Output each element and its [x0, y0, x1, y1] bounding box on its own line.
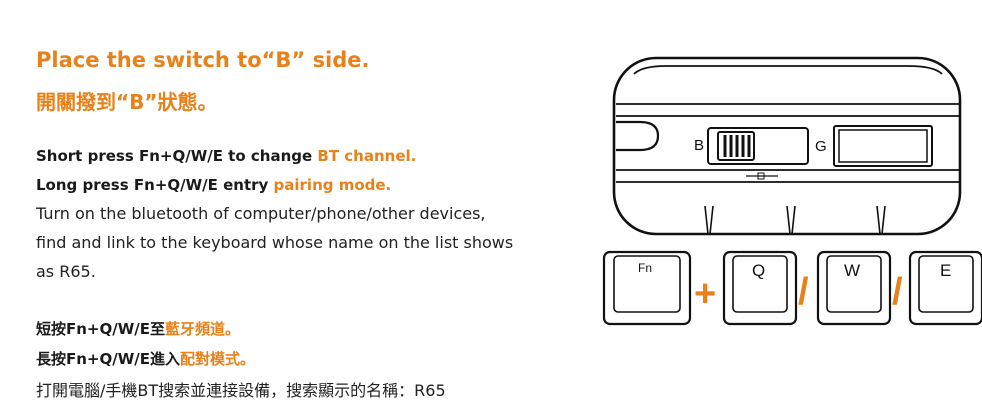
slash-2: /: [892, 271, 903, 313]
instruction-line-zh: 打開電腦/手機BT搜索並連接設備，搜索顯示的名稱：R65: [36, 381, 446, 400]
plus-sign: +: [694, 273, 716, 315]
key-q: Q: [722, 250, 798, 326]
keyboard-switch-illustration: B G Fn + Q / W / E: [602, 56, 982, 326]
slash-1: /: [798, 271, 809, 313]
short-press-line-zh: 短按Fn+Q/W/E至藍牙頻道。: [36, 320, 241, 338]
key-e-label: E: [940, 261, 951, 280]
bt-channel-highlight: BT channel.: [317, 147, 417, 165]
key-w: W: [816, 250, 892, 326]
instruction-line-3: as R65.: [36, 262, 96, 281]
short-press-line: Short press Fn+Q/W/E to change BT channe…: [36, 147, 417, 165]
key-q-label: Q: [752, 261, 765, 280]
instruction-line-1: Turn on the bluetooth of computer/phone/…: [36, 204, 486, 223]
keyboard-case: [612, 56, 962, 236]
switch-label-b: B: [694, 137, 704, 154]
switch-knob: [717, 131, 778, 180]
key-w-label: W: [844, 261, 860, 280]
switch-label-g: G: [815, 138, 827, 155]
pairing-mode-highlight: pairing mode.: [273, 176, 392, 194]
instruction-line-2: find and link to the keyboard whose name…: [36, 233, 514, 252]
long-press-line-zh: 長按Fn+Q/W/E進入配對模式。: [36, 350, 256, 368]
heading-chinese: 開關撥到“B”狀態。: [36, 90, 218, 114]
key-fn: Fn: [602, 250, 692, 326]
long-press-line: Long press Fn+Q/W/E entry pairing mode.: [36, 176, 392, 194]
key-fn-label: Fn: [638, 261, 652, 275]
heading-english: Place the switch to“B” side.: [36, 48, 370, 72]
key-e: E: [908, 250, 982, 326]
